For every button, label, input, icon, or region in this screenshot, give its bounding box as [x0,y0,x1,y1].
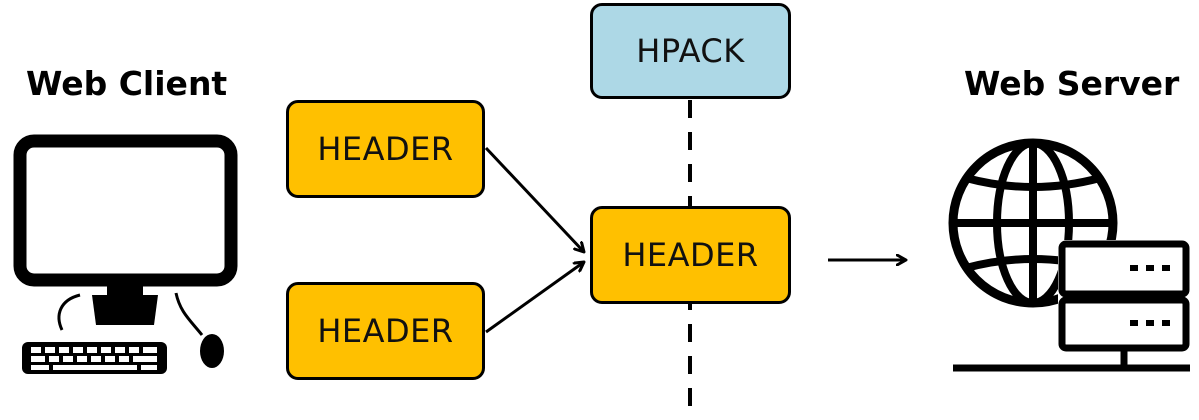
desktop-computer-icon [13,134,238,374]
arrow-top-header [484,146,584,252]
web-server-title: Web Server [964,64,1180,103]
arrow-bottom-header [485,262,584,334]
header-box-merged: HEADER [590,206,791,304]
header-box-top: HEADER [286,100,485,198]
web-server-globe-icon [948,138,1190,372]
header-box-bottom: HEADER [286,282,485,380]
hpack-box: HPACK [590,3,791,99]
web-client-title: Web Client [26,64,228,103]
